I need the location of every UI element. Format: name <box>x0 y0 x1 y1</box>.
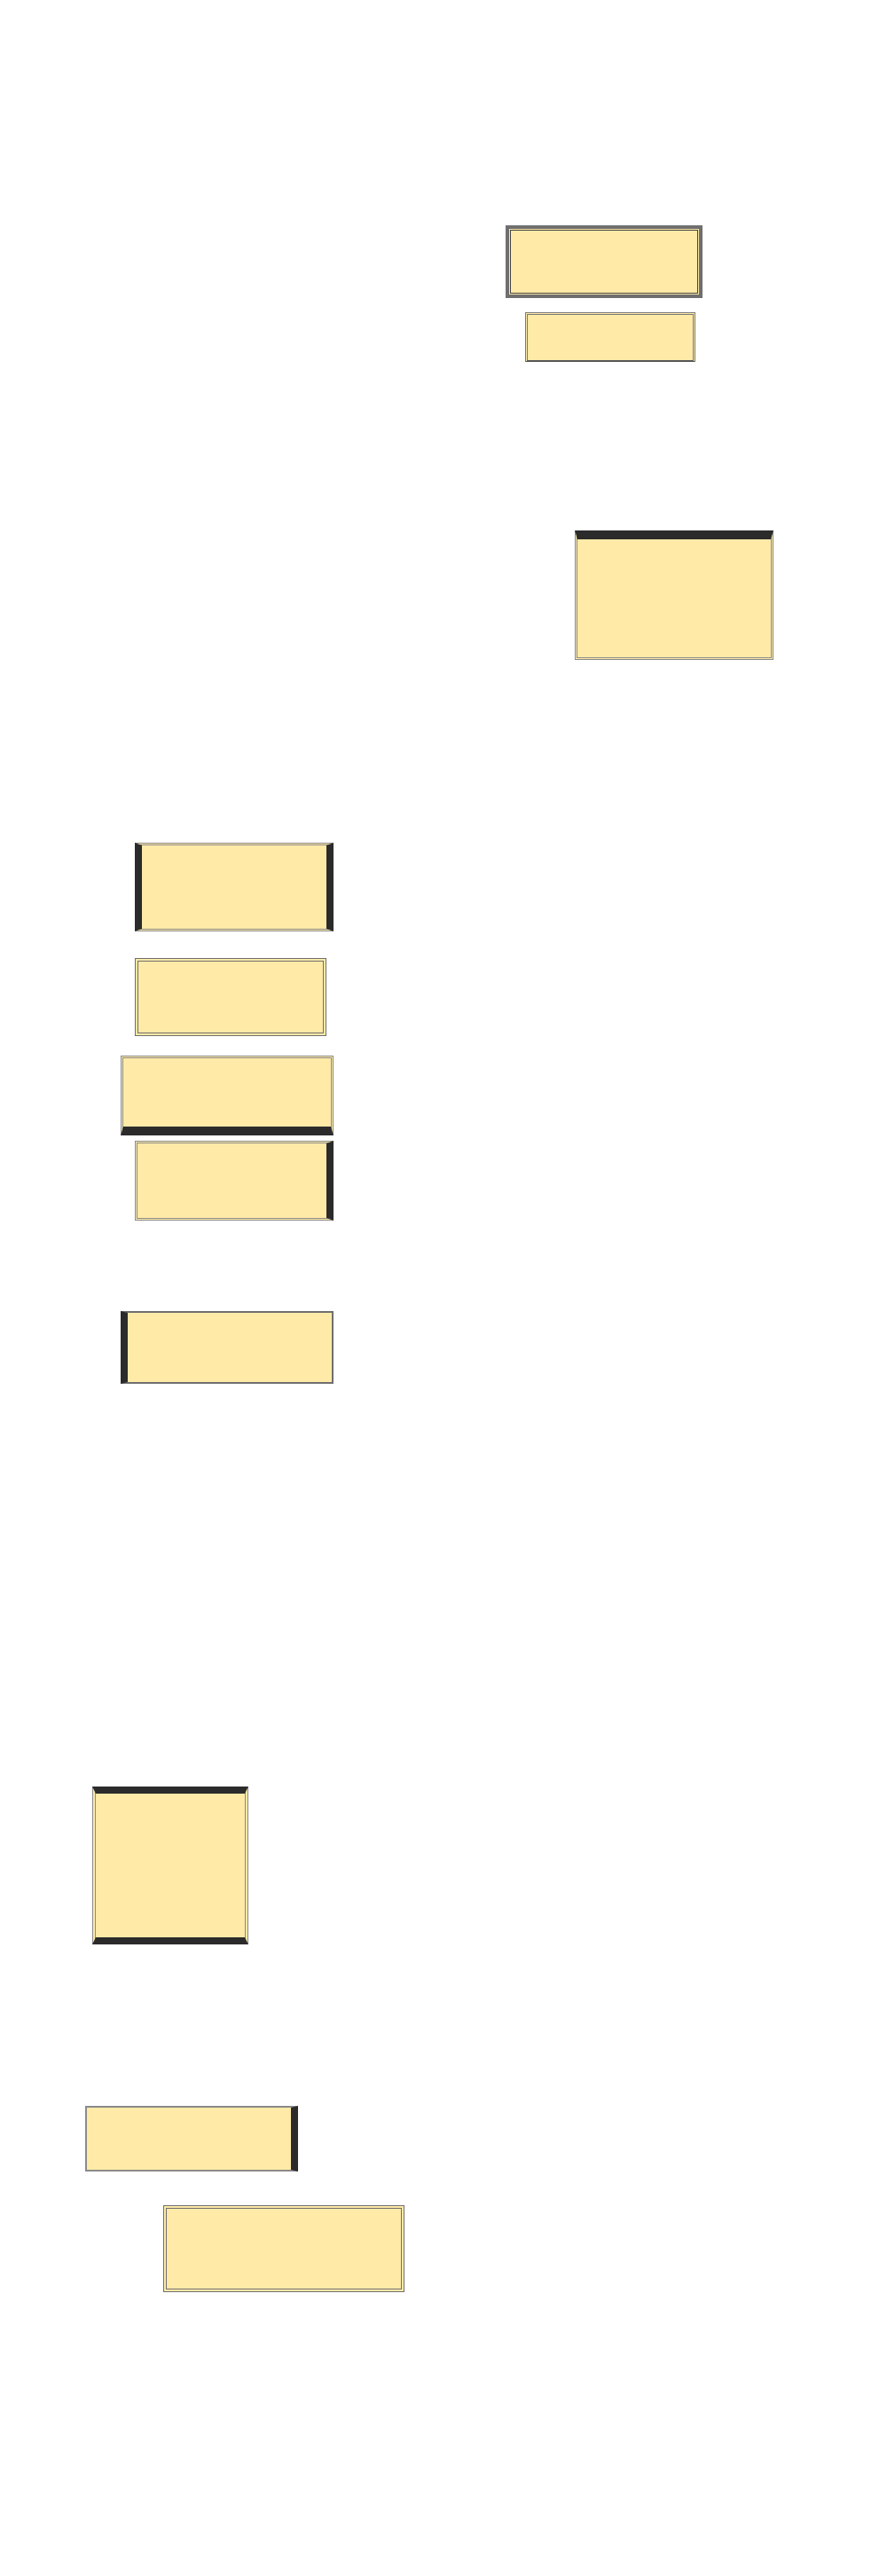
bordered-box-2 <box>525 312 695 362</box>
bordered-box-10 <box>85 2106 298 2172</box>
bordered-box-5 <box>135 958 326 1036</box>
bordered-box-6 <box>121 1056 334 1135</box>
bordered-box-4 <box>135 843 334 931</box>
bordered-box-1 <box>506 225 703 298</box>
bordered-box-9 <box>92 1787 248 1944</box>
bordered-box-11 <box>163 2205 404 2292</box>
bordered-box-3 <box>575 530 773 660</box>
bordered-box-8 <box>121 1311 334 1384</box>
bordered-box-7 <box>135 1141 334 1221</box>
